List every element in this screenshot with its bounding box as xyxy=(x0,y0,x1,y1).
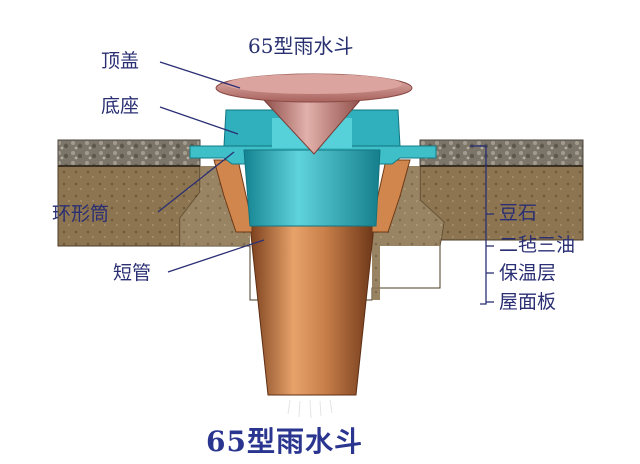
label-gravel: 豆石 xyxy=(499,202,538,224)
label-base: 底座 xyxy=(101,95,140,117)
leader-ring xyxy=(157,151,235,213)
label-ring-tube: 环形筒 xyxy=(52,203,110,225)
label-short-pipe: 短管 xyxy=(113,262,152,284)
leader-cap xyxy=(159,61,241,89)
diagram-title-bottom: 65型雨水斗 xyxy=(206,425,363,458)
label-roof-slab: 屋面板 xyxy=(499,291,557,313)
label-cap: 顶盖 xyxy=(101,50,140,72)
ring-tube-inner xyxy=(243,149,381,227)
label-felt-oil: 二毡三油 xyxy=(499,234,576,256)
short-pipe-body xyxy=(249,225,375,396)
water-spray xyxy=(287,399,333,419)
funnel-well xyxy=(180,166,444,300)
leader-base xyxy=(159,106,239,135)
label-insulation: 保温层 xyxy=(499,262,557,284)
leader-lines xyxy=(157,61,494,305)
leader-pipe xyxy=(167,239,265,273)
diagram-title-top: 65型雨水斗 xyxy=(248,34,354,58)
cap-top xyxy=(226,74,402,94)
